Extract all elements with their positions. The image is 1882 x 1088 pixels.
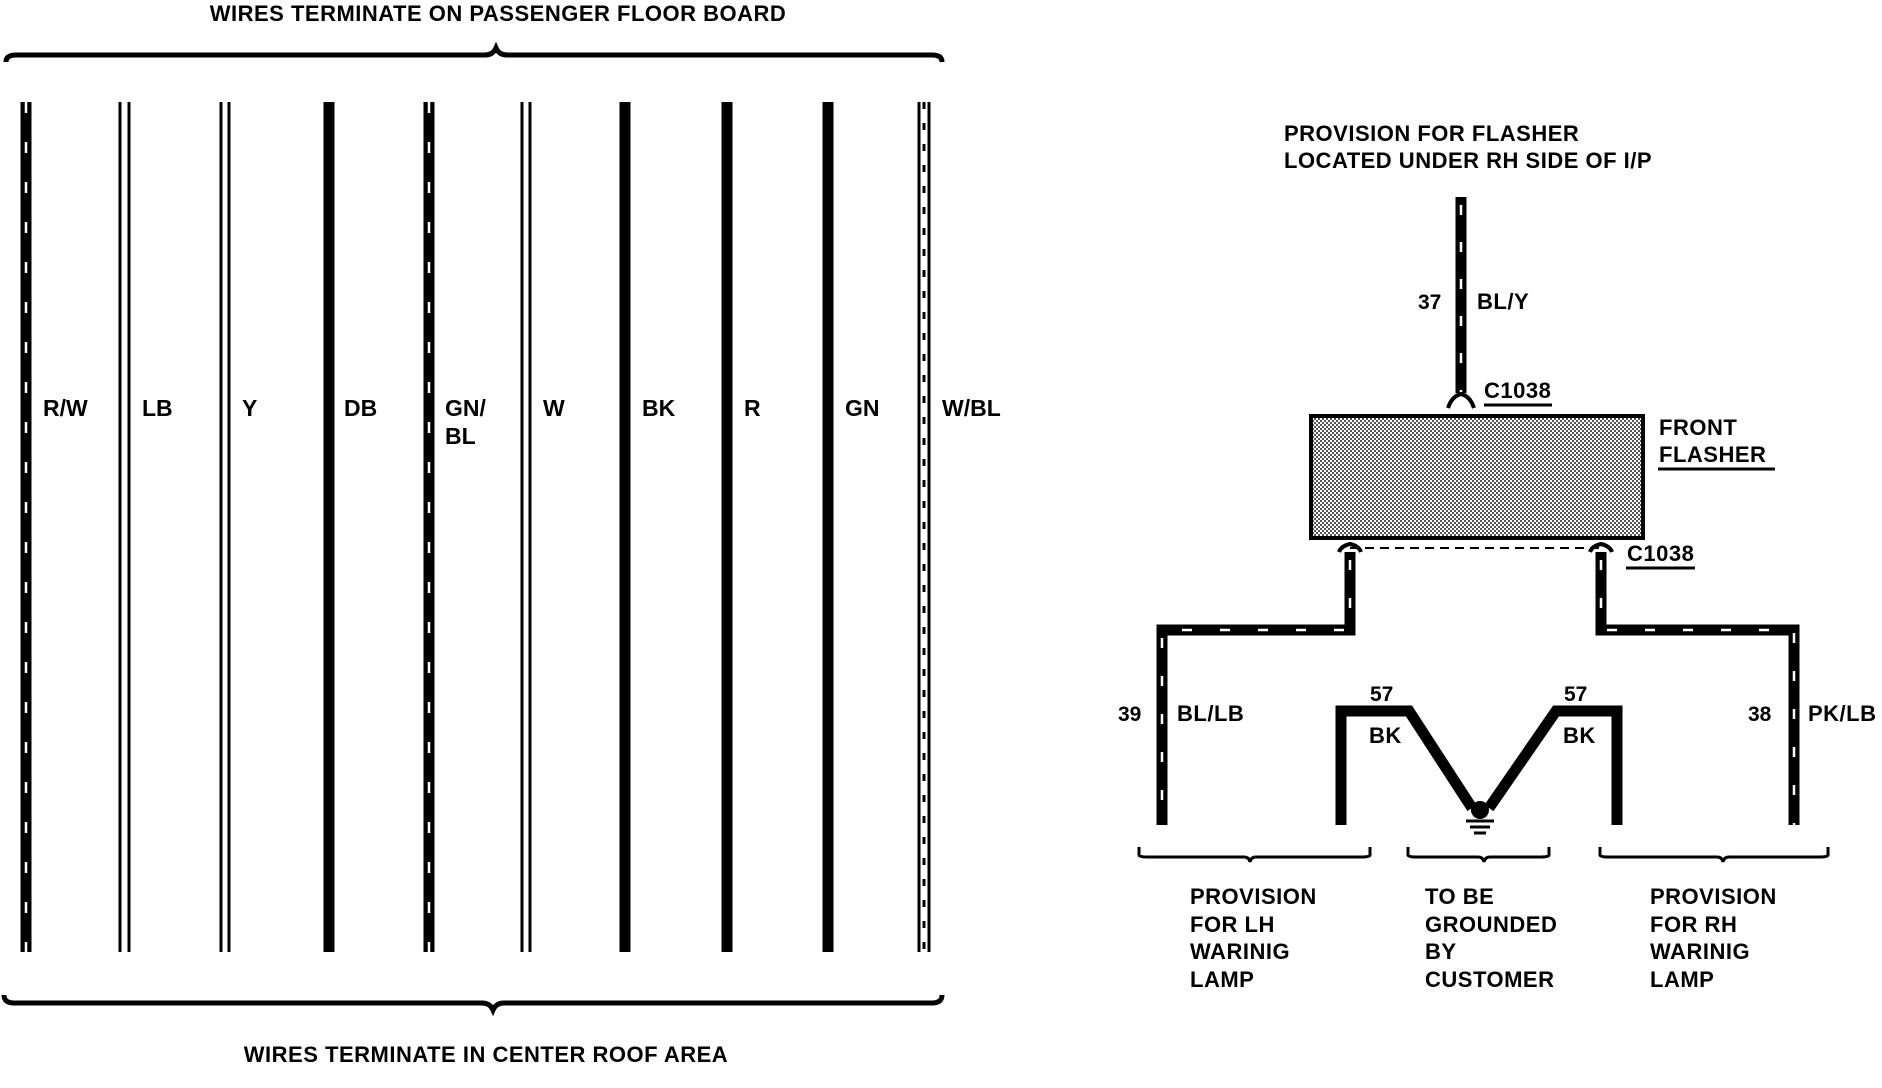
ground-note-line2: GROUNDED — [1425, 912, 1557, 937]
wire-label-bl: BL — [445, 423, 476, 449]
wire-37-color: BL/Y — [1477, 289, 1529, 314]
wire-57-bk-right — [1484, 705, 1623, 825]
wire-38-pk-lb — [1595, 552, 1800, 825]
wire-label-w: W — [543, 395, 565, 421]
bottom-brace — [1, 994, 945, 1017]
front-flasher-module — [1309, 414, 1645, 540]
top-brace — [3, 41, 945, 63]
wire-y — [219, 102, 231, 952]
wire-39-bl-lb — [1156, 552, 1356, 825]
ground-icon — [1466, 801, 1494, 835]
flasher-name-line2: FLASHER — [1659, 442, 1766, 467]
bottom-termination-label: WIRES TERMINATE IN CENTER ROOF AREA — [244, 1042, 728, 1067]
wire-label-gn: GN/ — [445, 395, 487, 421]
wire-37-number: 37 — [1418, 291, 1441, 314]
rh-lamp-brace — [1598, 847, 1830, 863]
wire-lb — [118, 102, 131, 952]
wire-label-lb: LB — [142, 395, 173, 421]
ground-note-line4: CUSTOMER — [1425, 967, 1555, 992]
wire-label-w-bl: W/BL — [942, 395, 1001, 421]
ground-note-line1: TO BE — [1425, 884, 1494, 909]
connector-c1038-bottom-pin-left — [1337, 541, 1363, 553]
rh-lamp-line4: LAMP — [1650, 967, 1714, 992]
wire-57-right-color: BK — [1563, 723, 1596, 748]
wire-38-color: PK/LB — [1808, 701, 1877, 726]
lh-lamp-line1: PROVISION — [1190, 884, 1317, 909]
wire-label-rw: R/W — [43, 395, 88, 421]
wire-label-gn-solid: GN — [845, 395, 880, 421]
flasher-provision-line2: LOCATED UNDER RH SIDE OF I/P — [1284, 148, 1652, 173]
rh-lamp-line1: PROVISION — [1650, 884, 1777, 909]
lh-lamp-line4: LAMP — [1190, 967, 1254, 992]
wire-39-number: 39 — [1118, 703, 1141, 726]
lh-lamp-line3: WARINIG — [1190, 939, 1290, 964]
wire-38-number: 38 — [1748, 703, 1772, 726]
wire-57-right-number: 57 — [1564, 683, 1587, 706]
wire-label-y: Y — [242, 395, 257, 421]
ground-note-line3: BY — [1425, 939, 1457, 964]
wire-label-db: DB — [344, 395, 377, 421]
flasher-provision-line1: PROVISION FOR FLASHER — [1284, 121, 1579, 146]
wire-39-color: BL/LB — [1177, 701, 1244, 726]
top-termination-label: WIRES TERMINATE ON PASSENGER FLOOR BOARD — [210, 1, 787, 26]
rh-lamp-line3: WARINIG — [1650, 939, 1750, 964]
connector-c1038-bottom-label: C1038 — [1627, 541, 1694, 566]
wire-label-r: R — [744, 395, 761, 421]
lh-lamp-line2: FOR LH — [1190, 912, 1275, 937]
connector-c1038-top-pin — [1446, 391, 1476, 409]
lh-lamp-brace — [1137, 847, 1372, 863]
connector-c1038-top-label: C1038 — [1484, 378, 1551, 403]
wire-w — [520, 102, 532, 952]
wire-57-left-color: BK — [1369, 723, 1402, 748]
wire-label-bk: BK — [642, 395, 676, 421]
ground-brace — [1406, 847, 1551, 863]
wire-57-left-number: 57 — [1370, 683, 1393, 706]
connector-c1038-bottom-pin-right — [1588, 541, 1614, 553]
wire-57-bk-left — [1335, 705, 1477, 825]
flasher-name-line1: FRONT — [1659, 415, 1737, 440]
rh-lamp-line2: FOR RH — [1650, 912, 1737, 937]
wire-w-bl — [917, 102, 931, 952]
